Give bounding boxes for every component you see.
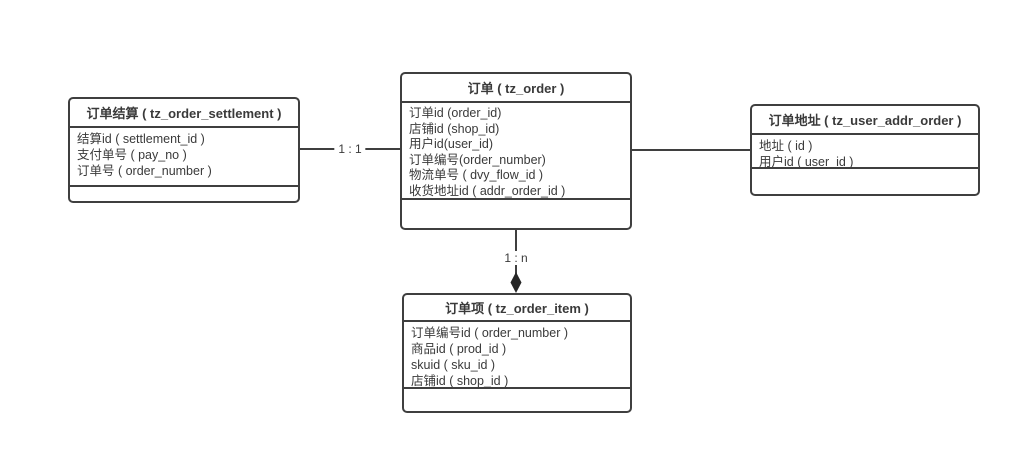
field-row: 用户id ( user_id ): [759, 155, 854, 169]
entity-extra-section: [752, 169, 978, 194]
connector-order-addr: [632, 149, 750, 151]
field-row: 支付单号 ( pay_no ): [77, 148, 187, 162]
entity-fields: 订单id (order_id) 店铺id (shop_id) 用户id(user…: [402, 103, 630, 200]
entity-user-addr-order[interactable]: 订单地址 ( tz_user_addr_order ) 地址 ( id ) 用户…: [750, 104, 980, 196]
entity-title: 订单 ( tz_order ): [402, 74, 630, 103]
field-row: 订单编号id ( order_number ): [411, 326, 568, 340]
entity-fields: 订单编号id ( order_number ) 商品id ( prod_id )…: [404, 322, 630, 389]
field-row: 物流单号 ( dvy_flow_id ): [409, 168, 544, 182]
field-row: 订单编号(order_number): [409, 152, 546, 167]
entity-order-settlement[interactable]: 订单结算 ( tz_order_settlement ) 结算id ( sett…: [68, 97, 300, 203]
field-row: 店铺id ( shop_id ): [411, 374, 509, 388]
field-row: 订单id (order_id): [409, 106, 502, 120]
entity-title: 订单项 ( tz_order_item ): [404, 295, 630, 322]
entity-title: 订单地址 ( tz_user_addr_order ): [752, 106, 978, 135]
entity-fields: 地址 ( id ) 用户id ( user_id ): [752, 135, 978, 169]
field-row: 商品id ( prod_id ): [411, 342, 507, 356]
field-row: 地址 ( id ): [759, 139, 813, 153]
relation-label-one-to-n: 1 : n: [500, 251, 532, 265]
entity-extra-section: [70, 187, 298, 201]
field-row: 收货地址id ( addr_order_id ): [409, 183, 566, 198]
field-row: 结算id ( settlement_id ): [77, 132, 205, 146]
diamond-arrowhead-icon: [510, 272, 522, 293]
field-row: 订单号 ( order_number ): [77, 164, 212, 178]
relation-label-one-to-one: 1 : 1: [334, 142, 366, 156]
field-row: skuid ( sku_id ): [411, 358, 496, 372]
entity-extra-section: [402, 200, 630, 228]
entity-fields: 结算id ( settlement_id ) 支付单号 ( pay_no ) 订…: [70, 128, 298, 187]
entity-order-item[interactable]: 订单项 ( tz_order_item ) 订单编号id ( order_num…: [402, 293, 632, 413]
field-row: 用户id(user_id): [409, 137, 494, 151]
field-row: 店铺id (shop_id): [409, 121, 500, 136]
entity-extra-section: [404, 389, 630, 411]
entity-title: 订单结算 ( tz_order_settlement ): [70, 99, 298, 128]
entity-order[interactable]: 订单 ( tz_order ) 订单id (order_id) 店铺id (sh…: [400, 72, 632, 230]
